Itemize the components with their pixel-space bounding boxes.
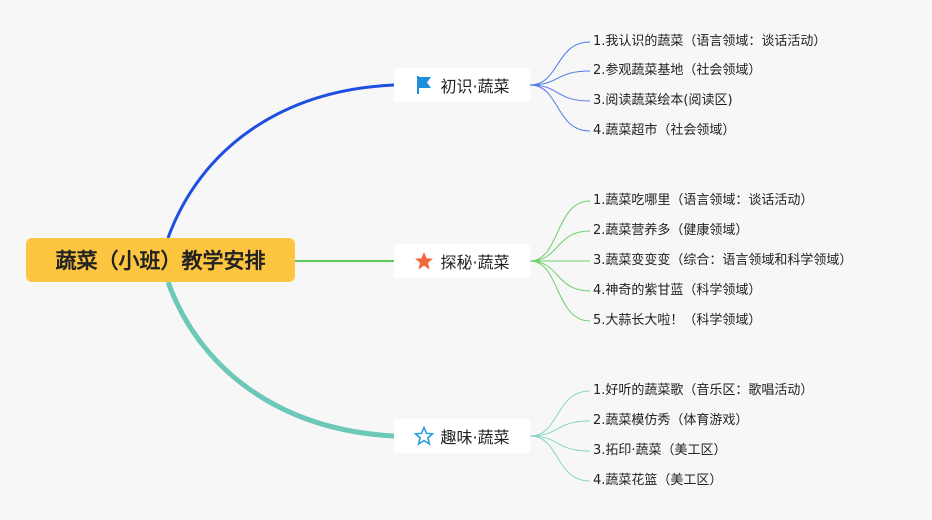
- leaf-item[interactable]: 1.我认识的蔬菜（语言领域：谈话活动）: [593, 34, 827, 49]
- leaf-item[interactable]: 3.拓印·蔬菜（美工区）: [593, 443, 727, 458]
- leaf-item[interactable]: 3.阅读蔬菜绘本(阅读区): [593, 93, 733, 108]
- leaf-item[interactable]: 2.参观蔬菜基地（社会领域）: [593, 63, 762, 78]
- branch-node-1[interactable]: 初识·蔬菜: [394, 68, 530, 102]
- leaf-item[interactable]: 5.大蒜长大啦！（科学领域）: [593, 313, 762, 328]
- star-filled-icon: [414, 251, 434, 271]
- branch-label: 初识·蔬菜: [440, 77, 510, 96]
- link-root-branch3: [165, 281, 395, 439]
- branch-label: 趣味·蔬菜: [440, 428, 510, 447]
- leaf-link: [529, 435, 591, 482]
- flag-icon: [414, 75, 434, 95]
- leaf-link: [529, 435, 591, 452]
- leaf-link: [529, 390, 591, 437]
- link-root-branch1: [166, 83, 395, 239]
- root-label: 蔬菜（小班）教学安排: [55, 249, 266, 273]
- leaf-item[interactable]: 1.好听的蔬菜歌（音乐区：歌唱活动）: [593, 383, 814, 398]
- leaf-item[interactable]: 2.蔬菜营养多（健康领域）: [593, 223, 749, 238]
- branch-node-3[interactable]: 趣味·蔬菜: [394, 419, 530, 453]
- branch-node-2[interactable]: 探秘·蔬菜: [394, 244, 530, 278]
- branch-label: 探秘·蔬菜: [440, 253, 510, 272]
- leaf-item[interactable]: 3.蔬菜变变变（综合：语言领域和科学领域）: [593, 253, 853, 268]
- leaf-link: [529, 230, 591, 262]
- leaf-link: [529, 84, 591, 102]
- leaf-item[interactable]: 4.蔬菜超市（社会领域）: [593, 123, 736, 138]
- leaf-link: [529, 260, 591, 322]
- leaf-link: [529, 41, 591, 86]
- leaf-link: [529, 200, 591, 262]
- leaf-item[interactable]: 4.蔬菜花篮（美工区）: [593, 473, 723, 488]
- star-outline-icon: [414, 426, 435, 446]
- leaf-item[interactable]: 4.神奇的紫甘蓝（科学领域）: [593, 283, 762, 298]
- leaf-link: [529, 420, 591, 437]
- leaf-link: [529, 84, 591, 132]
- leaf-link: [529, 70, 591, 86]
- leaf-link: [529, 260, 591, 292]
- leaf-item[interactable]: 1.蔬菜吃哪里（语言领域：谈话活动）: [593, 193, 814, 208]
- root-node[interactable]: 蔬菜（小班）教学安排: [26, 238, 295, 282]
- leaf-item[interactable]: 2.蔬菜模仿秀（体育游戏）: [593, 413, 749, 428]
